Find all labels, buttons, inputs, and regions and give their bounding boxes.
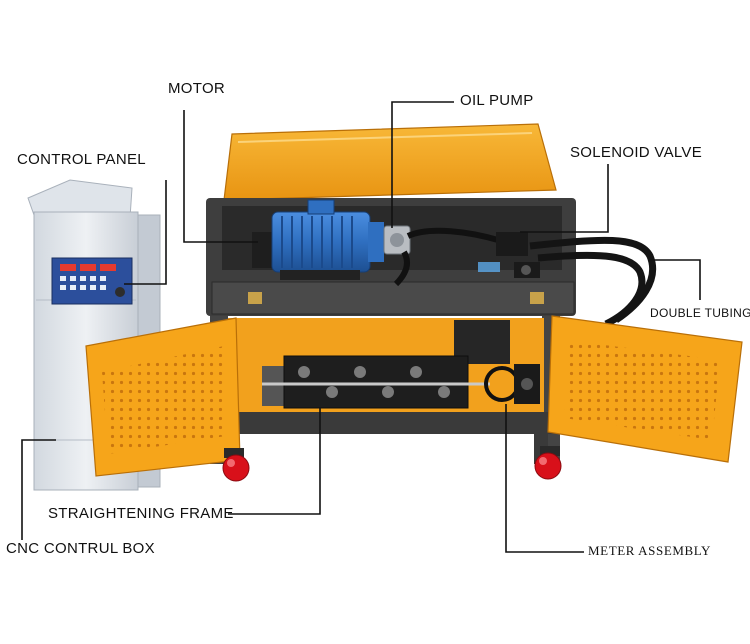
right-door — [547, 315, 743, 463]
leader-lines — [21, 101, 701, 553]
wheels — [222, 446, 562, 482]
oil-pump-leader — [391, 101, 454, 228]
control-panel-leader — [124, 180, 167, 285]
solenoid-valve — [478, 232, 540, 278]
motor — [252, 199, 384, 280]
cnc-box-leader — [21, 439, 56, 540]
double-tubing — [529, 236, 657, 328]
double-tubing-leader — [650, 259, 701, 300]
solenoid-valve-leader — [520, 164, 609, 233]
label-double-tubing: DOUBLE TUBING — [650, 306, 750, 320]
control-panel — [51, 257, 133, 305]
label-oil-pump: OIL PUMP — [460, 92, 534, 109]
meter-assembly — [484, 364, 540, 404]
label-meter-assembly: METER ASSEMBLY — [588, 543, 712, 558]
label-motor: MOTOR — [168, 80, 226, 97]
label-straightening-frame: STRAIGHTENING FRAME — [48, 505, 234, 522]
left-door — [85, 317, 241, 477]
motor-leader — [183, 110, 258, 243]
machine-lid — [223, 123, 557, 201]
label-solenoid-valve: SOLENOID VALVE — [570, 144, 703, 161]
straightening-frame-leader — [228, 408, 321, 515]
label-cnc-control-box: CNC CONTRUL BOX — [6, 540, 155, 557]
straightening-frame — [262, 355, 490, 409]
meter-assembly-leader — [505, 404, 584, 553]
oil-pump — [383, 225, 499, 287]
label-control-panel: CONTROL PANEL — [17, 151, 146, 168]
